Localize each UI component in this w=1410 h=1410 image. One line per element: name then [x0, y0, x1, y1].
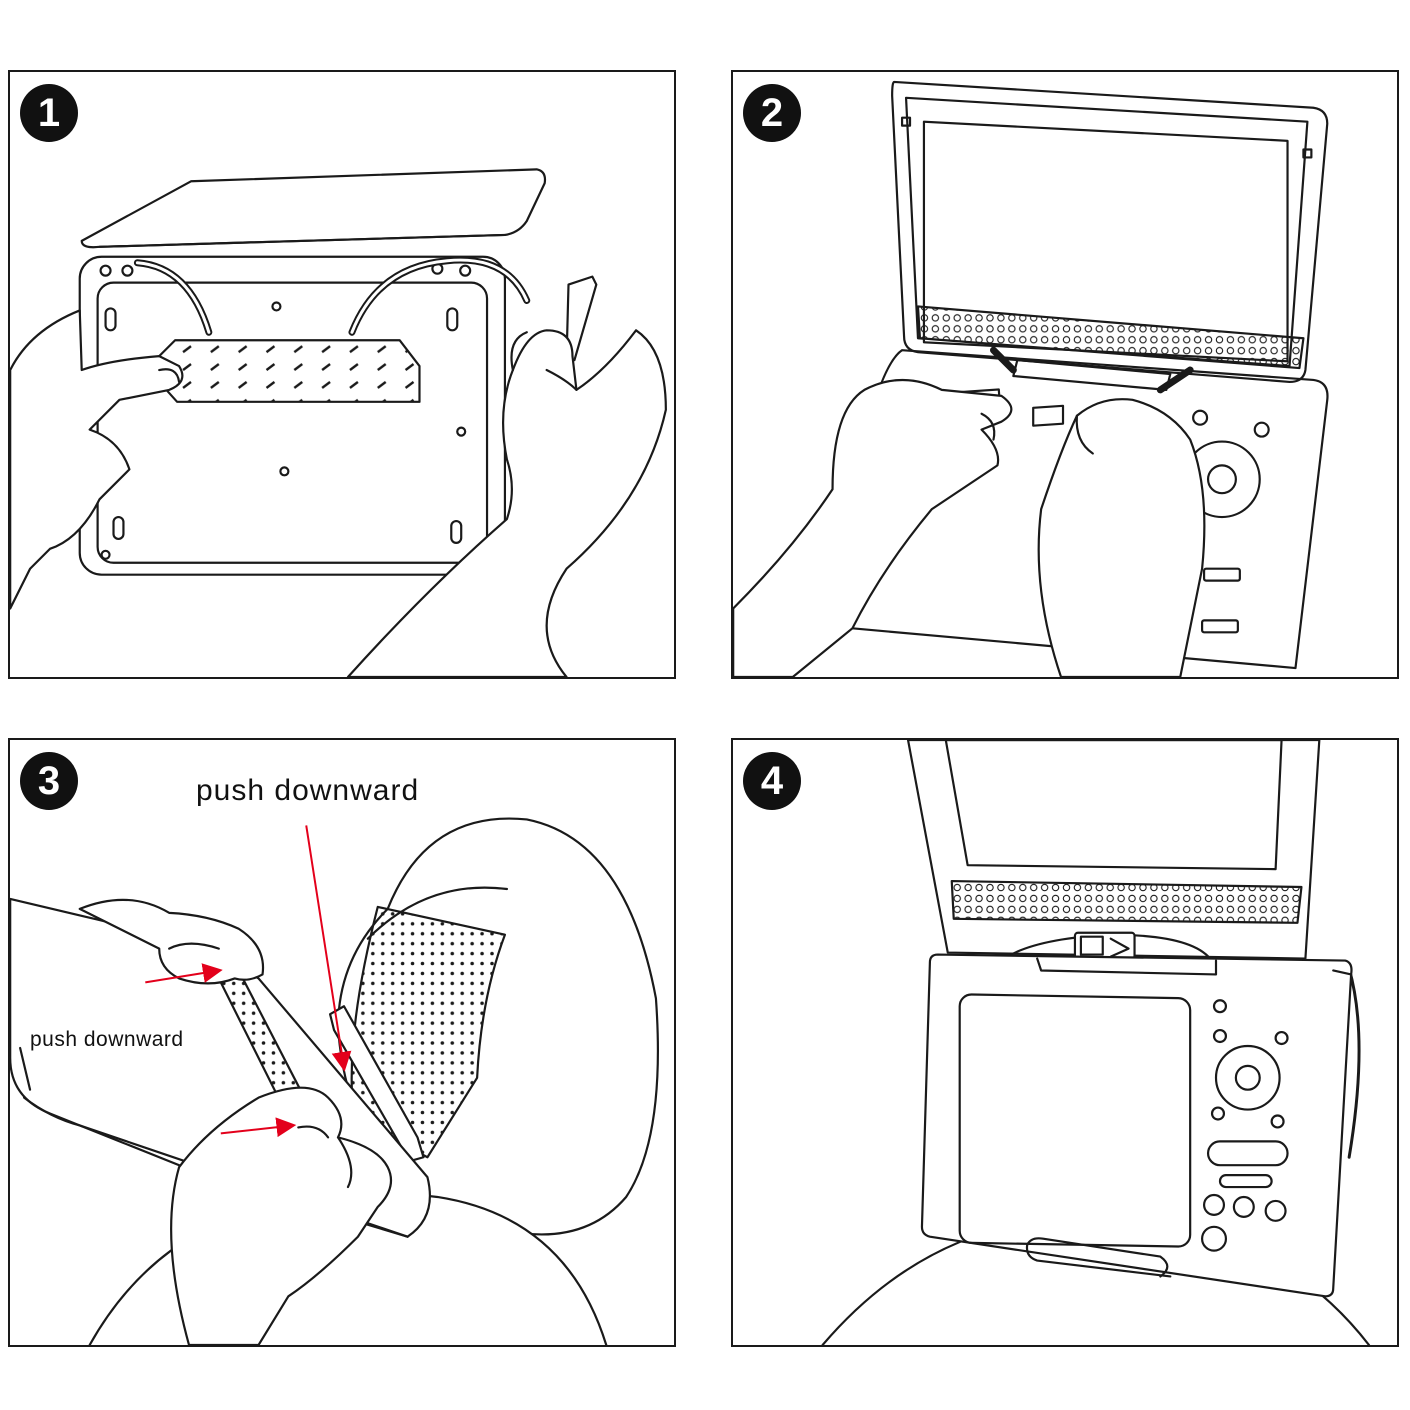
bottom-hand [170, 1086, 393, 1345]
arrow-top-hand [145, 963, 223, 984]
step-2-illustration [733, 80, 1329, 677]
dvd-player-back [78, 255, 507, 576]
step-2-panel: 2 [731, 70, 1399, 679]
step-number-badge: 2 [743, 84, 801, 142]
speaker-grille [916, 305, 1305, 370]
step-number-badge: 4 [743, 752, 801, 810]
push-downward-label-upper: push downward [196, 774, 420, 807]
step-number-badge: 1 [20, 84, 78, 142]
step-4-illustration [821, 740, 1371, 1345]
dvd-screen-frame [891, 80, 1329, 384]
strap-left [133, 259, 213, 336]
speaker-grille [950, 879, 1303, 924]
push-downward-label-lower: push downward [30, 1028, 184, 1051]
step-3-illustration [10, 817, 660, 1345]
rear-screen [958, 993, 1192, 1248]
control-dial [1214, 1044, 1281, 1111]
step-4-panel: 4 [731, 738, 1399, 1347]
buckle-male [1032, 404, 1065, 427]
left-hand [733, 378, 1013, 677]
step-1-panel: 1 [8, 70, 676, 679]
arrow-upper-label [305, 825, 352, 1072]
velcro-flap [328, 1005, 425, 1163]
dvd-screen-frame [906, 740, 1321, 960]
step-1-illustration [10, 168, 667, 677]
dvd-player-lid [80, 168, 547, 249]
velcro-strip [158, 339, 421, 403]
dvd-player-base [920, 953, 1353, 1298]
step-3-panel: 3 push downward push downward [8, 738, 676, 1347]
step-number-badge: 3 [20, 752, 78, 810]
left-hand [10, 309, 184, 610]
right-hand [346, 329, 667, 677]
top-hand [78, 898, 265, 985]
arrow-bottom-hand [220, 1117, 297, 1138]
right-hand [1037, 398, 1206, 677]
